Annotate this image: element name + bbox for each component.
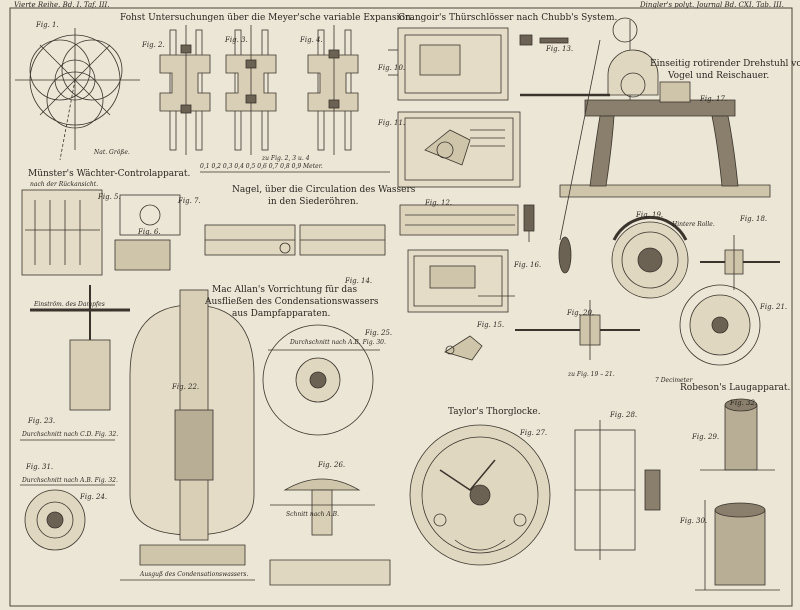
fig29-lye-apparatus <box>700 398 775 471</box>
fig1-circle-diagram <box>15 28 140 161</box>
note-decimeter: 7 Decimeter <box>655 377 693 384</box>
note-nat-groesse: Nat. Größe. <box>94 149 130 156</box>
fig27-label: Fig. 27. <box>520 429 548 437</box>
fig27-door-bell <box>409 424 551 566</box>
fig31-label: Fig. 31. <box>26 463 54 471</box>
fig4-label: Fig. 4. <box>300 36 323 44</box>
fig14-label: Fig. 14. <box>345 277 373 285</box>
note-section-ab-32: Durchschnitt nach A.B. Fig. 32. <box>22 477 118 484</box>
fig12-label: Fig. 12. <box>425 199 453 207</box>
fig11-label: Fig. 11. <box>378 119 406 127</box>
fig30-lye-apparatus <box>695 500 780 591</box>
fig26-label: Fig. 26. <box>318 461 346 469</box>
scale-label: 0,1 0,2 0,3 0,4 0,5 0,6 0,7 0,8 0,9 Mete… <box>200 163 323 170</box>
note-fig-2-3-4: zu Fig. 2, 3 u. 4 <box>262 155 310 162</box>
fig19-pulley <box>611 216 689 299</box>
fig20-shaft <box>515 300 640 360</box>
fig18-label: Fig. 18. <box>740 215 768 223</box>
fig28-label: Fig. 28. <box>610 411 638 419</box>
fig16-lock <box>407 249 515 313</box>
fig3-valve-section <box>225 25 277 155</box>
fig2-label: Fig. 2. <box>142 41 165 49</box>
title-grangoir-locks: Grangoir's Thürschlösser nach Chubb's Sy… <box>398 13 618 23</box>
plate-header-left: Vierte Reihe. Bd. I. Taf. III. <box>14 1 110 9</box>
fig24-label: Fig. 24. <box>80 493 108 501</box>
fig31-valve-disc <box>262 324 374 436</box>
fig32-steam-trap <box>30 285 255 581</box>
title-robeson: Robeson's Laugapparat. <box>680 383 791 393</box>
fig6-control-part <box>114 239 171 271</box>
fig18-spindle <box>700 235 780 290</box>
fig2-valve-section <box>159 25 211 155</box>
fig13-key <box>519 34 569 46</box>
fig28-bell-section <box>574 420 661 560</box>
fig7-label: Fig. 7. <box>178 197 201 205</box>
fig6-label: Fig. 6. <box>138 228 161 236</box>
fig19-label: Fig. 19. <box>636 211 664 219</box>
title-nagel-line2: in den Siederöhren. <box>268 197 359 207</box>
title-allan-line1: Mac Allan's Vorrichtung für das <box>212 285 358 295</box>
fig16-label: Fig. 16. <box>514 261 542 269</box>
fig5-control-apparatus <box>21 189 103 276</box>
fig10-label: Fig. 10. <box>378 64 406 72</box>
title-meyer-expansion: Fohst Untersuchungen über die Meyer'sche… <box>120 13 414 23</box>
fig7-control-part <box>119 194 181 236</box>
fig5-label: Fig. 5. <box>98 193 121 201</box>
note-hintere-rolle: Hintere Rolle. <box>672 221 715 228</box>
fig32-label: Fig. 32. <box>730 399 758 407</box>
fig20-label: Fig. 20. <box>567 309 595 317</box>
plate-header-right: Dingler's polyt. Journal Bd. CXI. Tab. I… <box>640 1 784 9</box>
fig13-label: Fig. 13. <box>546 45 574 53</box>
fig21-wheel <box>679 284 761 366</box>
title-taylor-bell: Taylor's Thorglocke. <box>448 407 541 417</box>
fig29-label: Fig. 29. <box>692 433 720 441</box>
fig11-lock <box>397 111 521 188</box>
nagel-boiler-tubes <box>204 224 386 256</box>
fig15-key <box>444 335 483 361</box>
note-fig-19-21: zu Fig. 19 – 21. <box>568 371 615 378</box>
fig26-valve-seat <box>269 478 391 586</box>
title-drehstuhl-line2: Vogel und Reischauer. <box>668 71 770 81</box>
fig1-label: Fig. 1. <box>36 21 59 29</box>
title-allan-line2: Ausfließen des Condensationswassers <box>205 297 379 307</box>
fig3-label: Fig. 3. <box>225 36 248 44</box>
fig17-label: Fig. 17. <box>700 95 728 103</box>
fig22-label: Fig. 22. <box>172 383 200 391</box>
fig30-trap-section <box>24 489 86 551</box>
fig25-label: Fig. 25. <box>365 329 393 337</box>
fig21-label: Fig. 21. <box>760 303 788 311</box>
note-steam-inlet: Einström. des Dampfes <box>34 301 105 308</box>
title-nagel-line1: Nagel, über die Circulation des Wassers <box>232 185 416 195</box>
title-drehstuhl-line1: Einseitig rotirender Drehstuhl von <box>650 59 800 69</box>
fig30-label: Fig. 30. <box>680 517 708 525</box>
fig12-lock-section <box>399 204 535 242</box>
fig17-lathe <box>520 17 771 274</box>
fig15-label: Fig. 15. <box>477 321 505 329</box>
title-allan-line3: aus Dampfapparaten. <box>232 309 331 319</box>
note-rueckansicht: nach der Rückansicht. <box>30 181 99 188</box>
note-section-ab: Schnitt nach A.B. <box>286 511 339 518</box>
fig23-label: Fig. 23. <box>28 417 56 425</box>
fig10-lock <box>388 27 509 101</box>
fig4-valve-section <box>307 25 359 155</box>
plate-border <box>9 7 793 607</box>
note-section-ab-31: Durchschnitt nach A.B. Fig. 30. <box>290 339 386 346</box>
title-muenster: Münster's Wächter-Controlapparat. <box>28 169 191 179</box>
note-section-cd-32: Durchschnitt nach C.D. Fig. 32. <box>22 431 119 438</box>
note-condensate-outlet: Ausguß des Condensationswassers. <box>140 571 249 578</box>
